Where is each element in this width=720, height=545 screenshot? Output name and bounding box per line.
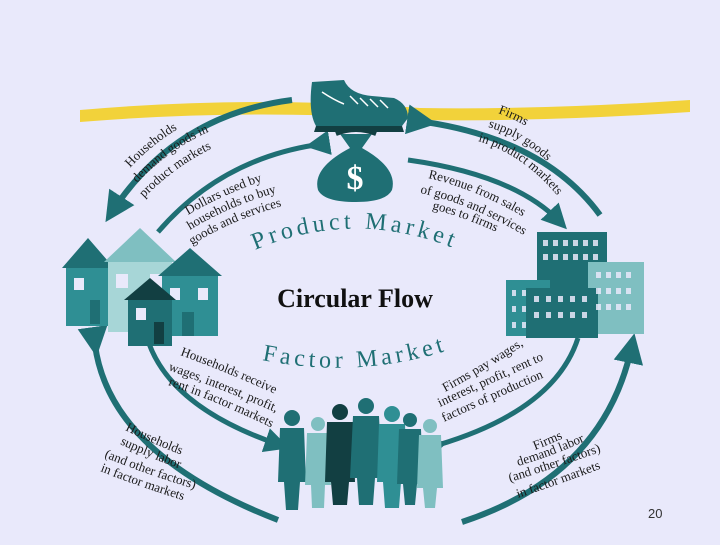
office-buildings-icon [506, 232, 644, 338]
diagram-title: Circular Flow [277, 284, 433, 313]
person [325, 404, 355, 505]
person [417, 419, 443, 508]
person [305, 417, 331, 508]
arrow-inner-bottom-right [420, 337, 581, 462]
person [350, 398, 382, 505]
arrow-outer-top-right [404, 104, 603, 217]
person [397, 413, 423, 505]
arrow-outer-bottom-right [461, 333, 644, 525]
house-1 [62, 238, 114, 326]
arrow-inner-bottom-left [142, 329, 290, 453]
houses-icon [62, 228, 222, 346]
arrow-outer-bottom-left [77, 325, 280, 523]
arrow-inner-top-right [407, 157, 567, 230]
workers-group-icon [278, 398, 443, 510]
house-4 [124, 278, 176, 346]
person [278, 410, 306, 510]
factor-market-label: Factor Market [261, 331, 450, 374]
arrow-inner-top-left [156, 130, 332, 234]
slide-number: 20 [648, 506, 663, 521]
product-market-label: Product Market [248, 209, 463, 256]
arrow-outer-top-left [105, 97, 293, 223]
money-bag-icon: $ [317, 128, 393, 202]
dollar-sign: $ [347, 160, 364, 197]
shoe-icon [310, 80, 408, 132]
